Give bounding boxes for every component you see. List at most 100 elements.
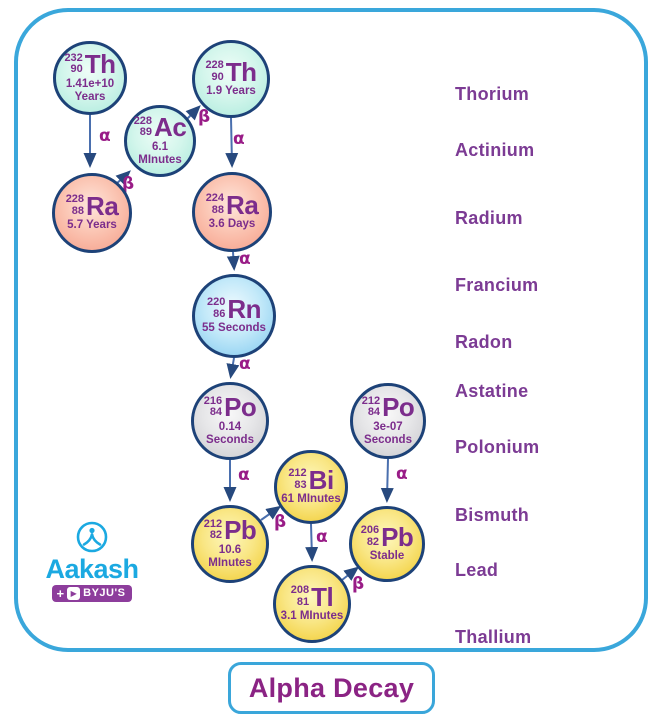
decay-type-label: α: [316, 527, 328, 547]
mass-number: 212: [361, 394, 381, 407]
decay-type-label: β: [198, 107, 211, 127]
atomic-number: 81: [296, 595, 310, 608]
element-label-bismuth: Bismuth: [455, 505, 530, 525]
mass-number: 208: [290, 584, 310, 597]
decay-type-label: α: [396, 464, 408, 484]
byjus-play-icon: ▶: [67, 587, 81, 601]
atomic-number: 83: [294, 478, 307, 491]
element-symbol: Po: [224, 391, 257, 422]
mass-number: 228: [133, 114, 153, 127]
element-symbol: Ra: [226, 189, 259, 220]
element-label-thallium: Thallium: [455, 627, 532, 647]
element-symbol: Th: [225, 56, 257, 87]
atomic-number: 88: [211, 203, 225, 216]
element-symbol: Th: [84, 48, 116, 79]
half-life: 61 MInutes: [281, 493, 341, 506]
decay-type-label: α: [239, 249, 251, 269]
element-symbol: Pb: [381, 521, 414, 552]
mass-number: 228: [65, 193, 85, 206]
mass-number: 224: [205, 192, 225, 205]
diagram-title: Alpha Decay: [248, 672, 415, 703]
byjus-badge: + ▶ BYJU'S: [51, 585, 133, 603]
half-life: 3.6 Days: [208, 218, 256, 231]
decay-type-label: α: [99, 126, 111, 146]
element-label-francium: Francium: [455, 275, 539, 295]
plus-sign: +: [56, 586, 65, 602]
element-symbol: Rn: [227, 293, 262, 324]
atomic-number: 90: [70, 63, 83, 76]
caption-box: Alpha Decay: [228, 662, 435, 714]
element-symbol: Tl: [311, 581, 334, 612]
half-life: 5.7 Years: [67, 219, 117, 232]
aakash-byjus-logo: Aakash + ▶ BYJU'S: [30, 521, 154, 603]
element-label-lead: Lead: [455, 560, 499, 580]
brand-name: Aakash: [45, 554, 139, 584]
element-symbol: Ra: [86, 190, 119, 221]
decay-type-label: β: [122, 174, 135, 194]
element-label-astatine: Astatine: [455, 381, 529, 401]
element-symbol: Po: [382, 391, 415, 422]
element-label-polonium: Polonium: [455, 437, 540, 457]
atomic-number: 84: [209, 406, 223, 419]
decay-type-label: β: [352, 574, 365, 594]
aakash-logo-icon: [76, 521, 108, 553]
decay-type-label: α: [239, 354, 251, 374]
half-life: Stable: [369, 550, 405, 563]
mass-number: 212: [203, 517, 223, 530]
atomic-number: 86: [213, 307, 226, 320]
atomic-number: 88: [71, 204, 85, 217]
atomic-number: 89: [139, 126, 153, 139]
element-symbol: Pb: [224, 514, 257, 545]
decay-type-label: α: [233, 129, 245, 149]
decay-type-label: α: [238, 465, 250, 485]
atomic-number: 84: [367, 406, 381, 419]
decay-type-label: β: [274, 512, 287, 532]
byjus-label: BYJU'S: [83, 587, 126, 600]
element-label-radium: Radium: [455, 208, 523, 228]
element-symbol: Ac: [154, 111, 187, 142]
mass-number: 220: [206, 296, 226, 309]
half-life: 1.9 Years: [206, 85, 256, 98]
element-label-radon: Radon: [455, 332, 513, 352]
mass-number: 212: [288, 467, 307, 480]
mass-number: 228: [205, 59, 224, 72]
atomic-number: 90: [211, 70, 224, 83]
half-life: 3.1 MInutes: [280, 610, 344, 623]
element-label-actinium: Actinium: [455, 140, 535, 160]
element-symbol: Bi: [308, 464, 335, 495]
mass-number: 206: [360, 524, 380, 537]
diagram-frame: [14, 8, 648, 652]
half-life: 55 Seconds: [202, 322, 266, 335]
atomic-number: 82: [366, 535, 380, 548]
